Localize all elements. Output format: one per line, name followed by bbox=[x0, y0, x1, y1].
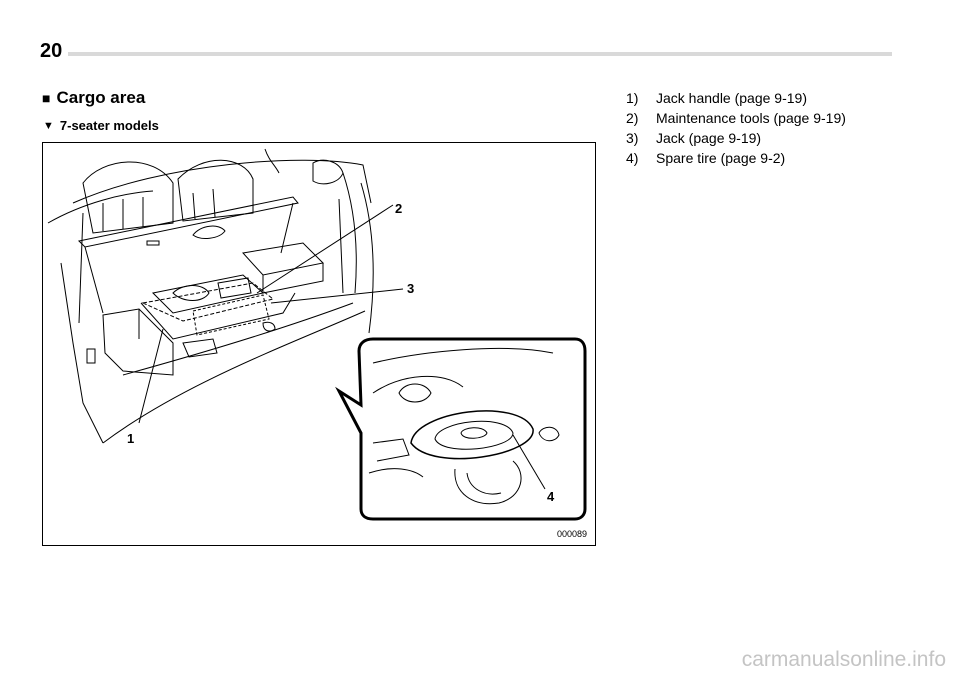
section-heading: ■ Cargo area bbox=[42, 88, 145, 108]
legend-text: Maintenance tools (page 9-19) bbox=[656, 110, 846, 126]
parts-legend: 1) Jack handle (page 9-19) 2) Maintenanc… bbox=[626, 88, 846, 168]
legend-number: 4) bbox=[626, 150, 639, 166]
page-number: 20 bbox=[40, 40, 63, 62]
legend-item: 1) Jack handle (page 9-19) bbox=[626, 88, 846, 108]
callout-4: 4 bbox=[547, 489, 555, 504]
legend-text: Jack (page 9-19) bbox=[656, 130, 762, 146]
legend-number: 2) bbox=[626, 110, 639, 126]
legend-text: Spare tire (page 9-2) bbox=[656, 150, 786, 166]
figure-code: 000089 bbox=[557, 529, 587, 539]
header-rule bbox=[68, 52, 892, 56]
subsection-title: 7-seater models bbox=[59, 118, 159, 133]
callout-3: 3 bbox=[407, 281, 414, 296]
legend-number: 3) bbox=[626, 130, 639, 146]
legend-item: 2) Maintenance tools (page 9-19) bbox=[626, 108, 846, 128]
legend-item: 4) Spare tire (page 9-2) bbox=[626, 148, 846, 168]
section-title: Cargo area bbox=[56, 88, 146, 107]
callout-2: 2 bbox=[395, 201, 402, 216]
subsection-heading: ▼ 7-seater models bbox=[43, 118, 159, 133]
legend-text: Jack handle (page 9-19) bbox=[656, 90, 807, 106]
cargo-area-illustration: 1 2 3 4 000089 bbox=[42, 142, 596, 546]
legend-number: 1) bbox=[626, 90, 639, 106]
triangle-bullet-icon: ▼ bbox=[43, 119, 54, 132]
legend-item: 3) Jack (page 9-19) bbox=[626, 128, 846, 148]
watermark: carmanualsonline.info bbox=[741, 648, 946, 671]
callout-1: 1 bbox=[127, 431, 134, 446]
cargo-area-drawing: 1 2 3 4 000089 bbox=[47, 148, 587, 539]
square-bullet-icon: ■ bbox=[42, 90, 51, 106]
